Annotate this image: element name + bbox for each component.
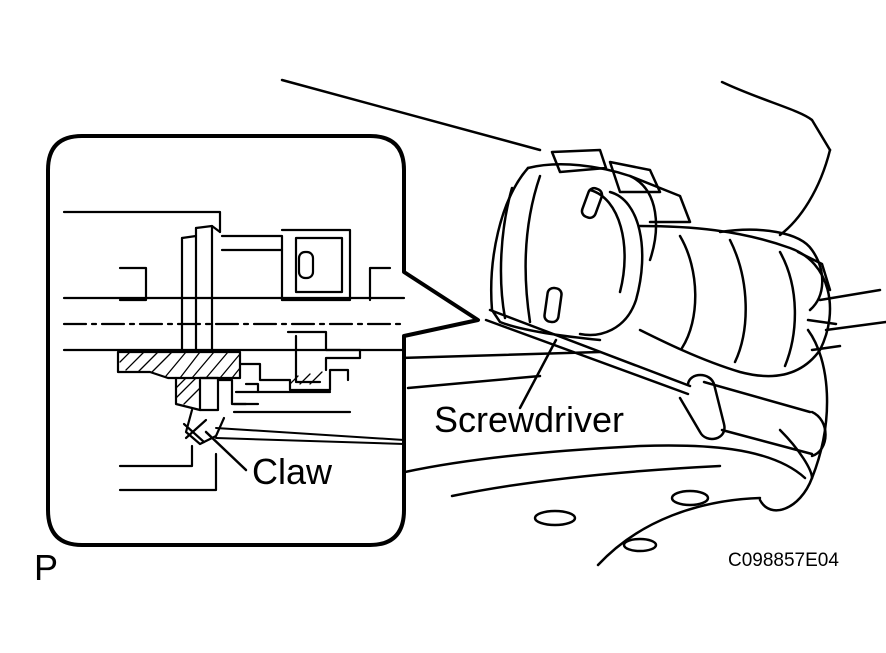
figure-code: C098857E04 [728, 550, 839, 571]
claw-label: Claw [252, 451, 333, 492]
screwdriver-leader [518, 338, 558, 410]
connector-assembly [490, 148, 886, 378]
view-letter: P [34, 547, 58, 588]
detail-cross-section [62, 210, 406, 492]
claw-leader [204, 430, 248, 472]
screwdriver-label: Screwdriver [434, 399, 624, 440]
screwdriver [484, 308, 827, 458]
vehicle-body-outline [280, 78, 832, 567]
